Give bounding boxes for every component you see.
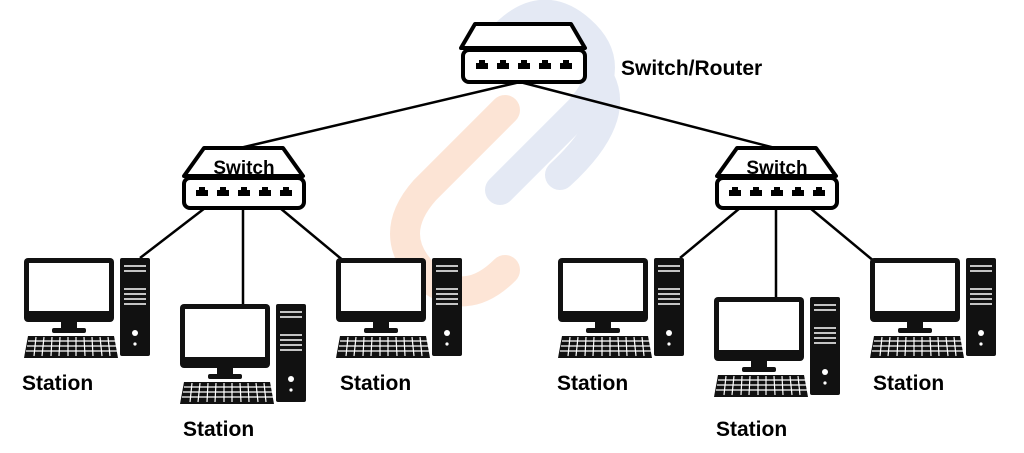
switch-router-label: Switch/Router [621, 57, 762, 80]
station-4-computer-icon[interactable] [557, 257, 685, 359]
switch-left-label: Switch [213, 158, 274, 179]
station-1-label: Station [22, 372, 93, 395]
station-1-computer-icon[interactable] [23, 257, 151, 359]
switch-right-label: Switch [746, 158, 807, 179]
switch-right-icon[interactable] [715, 146, 839, 210]
station-2-label: Station [183, 418, 254, 441]
switch-router-icon[interactable] [459, 22, 587, 84]
station-3-label: Station [340, 372, 411, 395]
station-4-label: Station [557, 372, 628, 395]
station-3-computer-icon[interactable] [335, 257, 463, 359]
switch-left-icon[interactable] [182, 146, 306, 210]
station-5-computer-icon[interactable] [713, 296, 841, 398]
station-6-label: Station [873, 372, 944, 395]
station-2-computer-icon[interactable] [179, 303, 307, 405]
station-5-label: Station [716, 418, 787, 441]
station-6-computer-icon[interactable] [869, 257, 997, 359]
cables [139, 80, 876, 305]
